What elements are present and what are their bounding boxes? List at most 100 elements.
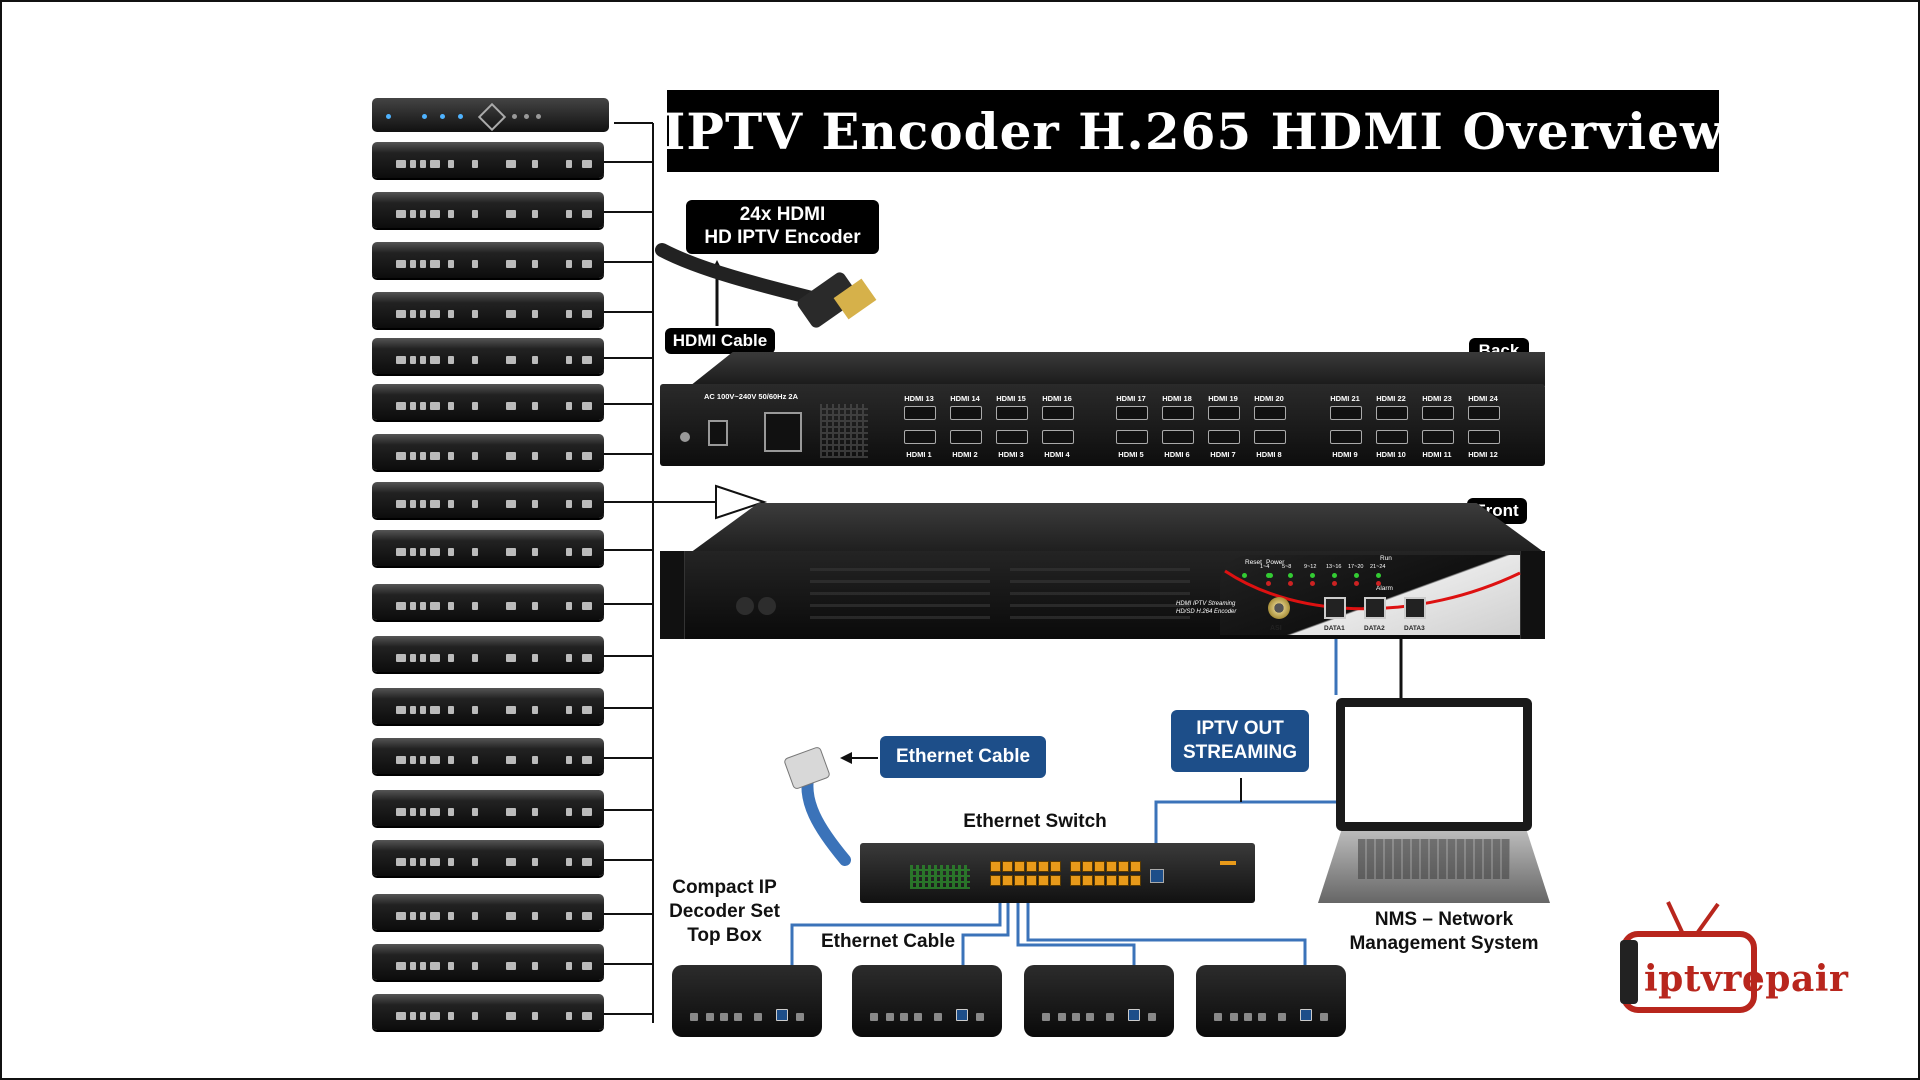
decoder-port bbox=[706, 1013, 714, 1021]
switch-port[interactable] bbox=[990, 861, 1001, 872]
hdmi-port[interactable] bbox=[1042, 430, 1074, 444]
hdmi-port[interactable] bbox=[1376, 430, 1408, 444]
alarm-led bbox=[1288, 581, 1293, 586]
switch-port[interactable] bbox=[1118, 861, 1129, 872]
stb-port-row bbox=[386, 1010, 592, 1024]
stb-port bbox=[448, 160, 454, 168]
decoder-port bbox=[1258, 1013, 1266, 1021]
stb-port bbox=[472, 756, 478, 764]
hdmi-port[interactable] bbox=[1254, 406, 1286, 420]
stb-port bbox=[420, 1012, 426, 1020]
hdmi-port[interactable] bbox=[1422, 406, 1454, 420]
stb-port bbox=[430, 602, 440, 610]
switch-port[interactable] bbox=[1026, 875, 1037, 886]
stb-port-row bbox=[386, 754, 592, 768]
stb-port bbox=[448, 356, 454, 364]
switch-port[interactable] bbox=[1094, 875, 1105, 886]
stb-port bbox=[430, 808, 440, 816]
switch-leds bbox=[910, 865, 970, 889]
hdmi-port[interactable] bbox=[1208, 430, 1240, 444]
stb-port bbox=[506, 356, 516, 364]
hdmi-port[interactable] bbox=[904, 406, 936, 420]
hdmi-port-label: HDMI 9 bbox=[1332, 450, 1358, 459]
switch-port[interactable] bbox=[1002, 875, 1013, 886]
hdmi-port[interactable] bbox=[1422, 430, 1454, 444]
switch-port[interactable] bbox=[1026, 861, 1037, 872]
decoder-port bbox=[1244, 1013, 1252, 1021]
switch-port[interactable] bbox=[1014, 861, 1025, 872]
status-led bbox=[1268, 573, 1273, 578]
switch-port[interactable] bbox=[1070, 875, 1081, 886]
hdmi-port[interactable] bbox=[1376, 406, 1408, 420]
decoder-port bbox=[1320, 1013, 1328, 1021]
hdmi-port[interactable] bbox=[1162, 406, 1194, 420]
switch-port[interactable] bbox=[1094, 861, 1105, 872]
alarm-led bbox=[1354, 581, 1359, 586]
hdmi-port-label: HDMI 6 bbox=[1164, 450, 1190, 459]
decoder-port bbox=[1278, 1013, 1286, 1021]
hdmi-port[interactable] bbox=[1330, 406, 1362, 420]
data-port-3[interactable] bbox=[1404, 597, 1426, 619]
hdmi-port[interactable] bbox=[1042, 406, 1074, 420]
decoder-port bbox=[690, 1013, 698, 1021]
hdmi-port[interactable] bbox=[1254, 430, 1286, 444]
stb-port bbox=[448, 602, 454, 610]
switch-port[interactable] bbox=[1038, 861, 1049, 872]
switch-port[interactable] bbox=[1082, 861, 1093, 872]
stb-port bbox=[582, 160, 592, 168]
stb-port bbox=[532, 452, 538, 460]
stb-port-row bbox=[386, 158, 592, 172]
switch-port[interactable] bbox=[1070, 861, 1081, 872]
switch-port[interactable] bbox=[1106, 875, 1117, 886]
stb-port bbox=[430, 210, 440, 218]
switch-port[interactable] bbox=[1014, 875, 1025, 886]
status-led bbox=[1242, 573, 1247, 578]
stb-port bbox=[532, 500, 538, 508]
stb-port bbox=[582, 452, 592, 460]
switch-port[interactable] bbox=[1038, 875, 1049, 886]
switch-port[interactable] bbox=[990, 875, 1001, 886]
hdmi-port[interactable] bbox=[950, 406, 982, 420]
stb-port bbox=[472, 654, 478, 662]
data-port-1[interactable] bbox=[1324, 597, 1346, 619]
alarm-led bbox=[1310, 581, 1315, 586]
data-port-2[interactable] bbox=[1364, 597, 1386, 619]
decoder-port bbox=[1072, 1013, 1080, 1021]
switch-port[interactable] bbox=[1118, 875, 1129, 886]
stb-port bbox=[532, 210, 538, 218]
hdmi-port[interactable] bbox=[996, 406, 1028, 420]
dpad-icon bbox=[477, 102, 507, 132]
switch-port[interactable] bbox=[1050, 861, 1061, 872]
alarm-label: Alarm bbox=[1376, 585, 1393, 592]
switch-port[interactable] bbox=[1106, 861, 1117, 872]
data-port-label-3: DATA3 bbox=[1404, 625, 1425, 632]
hdmi-port[interactable] bbox=[950, 430, 982, 444]
stb-port bbox=[448, 548, 454, 556]
hdmi-port[interactable] bbox=[904, 430, 936, 444]
stb-port bbox=[420, 500, 426, 508]
ip-decoder-box bbox=[672, 965, 822, 1037]
ethernet-switch-label: Ethernet Switch bbox=[963, 811, 1107, 832]
stb-port bbox=[430, 356, 440, 364]
stb-port bbox=[566, 210, 572, 218]
stb-port bbox=[410, 402, 416, 410]
switch-port[interactable] bbox=[1050, 875, 1061, 886]
hdmi-port[interactable] bbox=[996, 430, 1028, 444]
hdmi-port[interactable] bbox=[1162, 430, 1194, 444]
switch-port[interactable] bbox=[1130, 861, 1141, 872]
hdmi-port[interactable] bbox=[1468, 406, 1500, 420]
hdmi-port[interactable] bbox=[1208, 406, 1240, 420]
stb-port bbox=[448, 858, 454, 866]
switch-port[interactable] bbox=[1082, 875, 1093, 886]
stb-port bbox=[410, 260, 416, 268]
hdmi-port[interactable] bbox=[1116, 406, 1148, 420]
hdmi-port[interactable] bbox=[1330, 430, 1362, 444]
stb-port bbox=[410, 808, 416, 816]
switch-port[interactable] bbox=[1130, 875, 1141, 886]
hdmi-port[interactable] bbox=[1116, 430, 1148, 444]
switch-port[interactable] bbox=[1002, 861, 1013, 872]
alarm-led bbox=[1332, 581, 1337, 586]
decoder-port bbox=[1300, 1009, 1312, 1021]
hdmi-port[interactable] bbox=[1468, 430, 1500, 444]
